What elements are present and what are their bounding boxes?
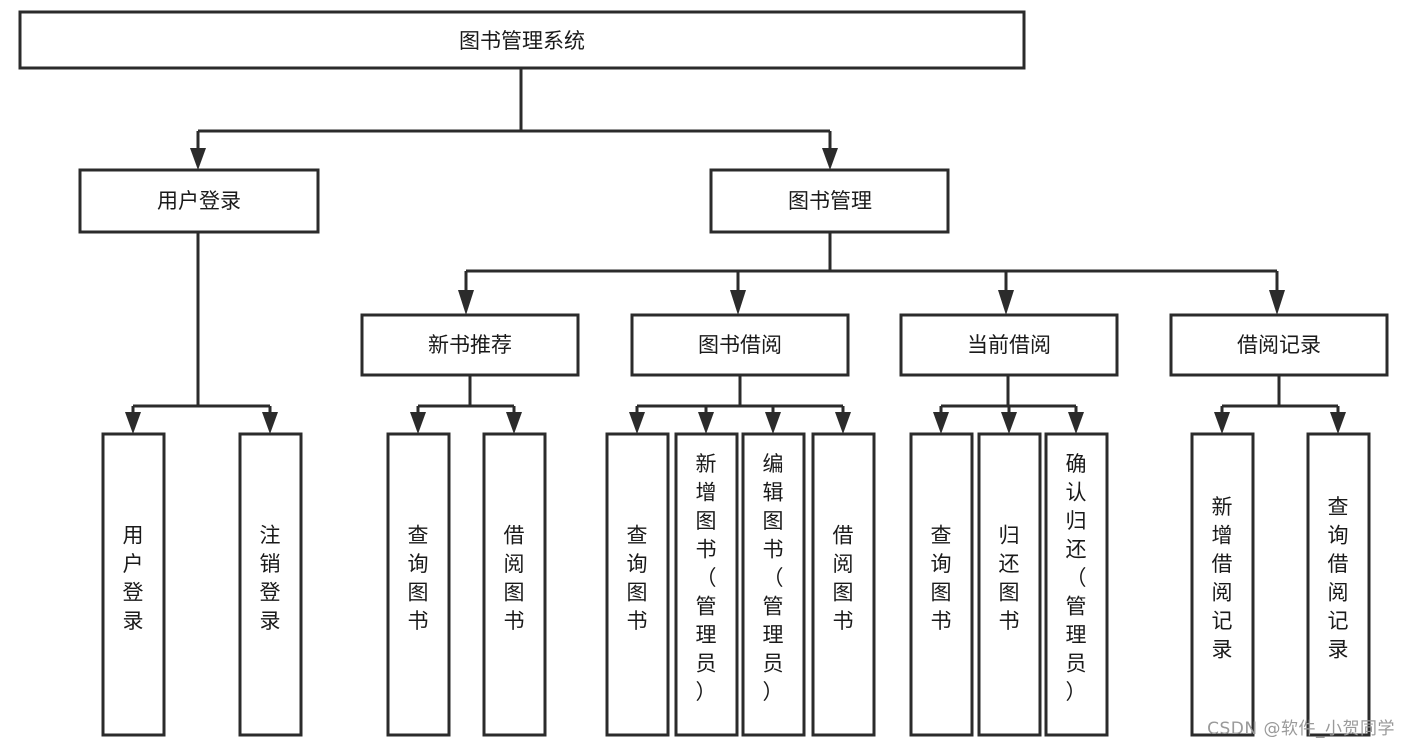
leaf-bb-borrow-book-box[interactable]	[811, 432, 876, 737]
arrow-head-new-book	[458, 290, 474, 315]
arrow-head-book-manage	[822, 148, 838, 170]
leaf-bb-add-book[interactable]: 新增图书（管理员）	[674, 432, 739, 737]
arrow-head-bb-borrow	[835, 412, 851, 434]
node-user-login-label: 用户登录	[157, 189, 241, 213]
leaf-user-login-box[interactable]	[101, 432, 166, 737]
leaf-br-query-record-label: 查询借阅记录	[1328, 495, 1349, 662]
arrow-head-user-login	[190, 148, 206, 170]
arrow-head-br-query	[1330, 412, 1346, 434]
leaf-logout-box[interactable]	[238, 432, 303, 737]
arrow-head-bb-edit	[765, 412, 781, 434]
node-book-manage[interactable]: 图书管理	[709, 168, 950, 234]
leaf-bb-add-book-label: 新增图书（管理员）	[696, 452, 717, 704]
leaf-nb-query-book-box[interactable]	[386, 432, 451, 737]
node-root-box[interactable]	[18, 10, 1026, 70]
leaf-br-query-record-box[interactable]	[1306, 432, 1371, 737]
leaf-bb-edit-book-box[interactable]	[741, 432, 806, 737]
node-borrow-record-box[interactable]	[1169, 313, 1389, 377]
connector-group-new-book-leaves	[410, 375, 522, 434]
leaf-nb-query-book[interactable]: 查询图书	[386, 432, 451, 737]
connector-group-current-borrow-leaves	[933, 375, 1084, 434]
leaf-cb-query-book-box[interactable]	[909, 432, 974, 737]
leaf-logout[interactable]: 注销登录	[238, 432, 303, 737]
arrow-head-nb-borrow	[506, 412, 522, 434]
leaf-br-add-record-box[interactable]	[1190, 432, 1255, 737]
arrow-head-bb-add	[698, 412, 714, 434]
leaf-bb-add-book-box[interactable]	[674, 432, 739, 737]
leaf-user-login[interactable]: 用户登录	[101, 432, 166, 737]
arrow-head-leaf-user-login	[125, 412, 141, 434]
leaf-bb-query-book[interactable]: 查询图书	[605, 432, 670, 737]
leaf-cb-query-book-label: 查询图书	[931, 523, 952, 633]
node-book-borrow-box[interactable]	[630, 313, 850, 377]
node-book-borrow[interactable]: 图书借阅	[630, 313, 850, 377]
leaf-br-add-record[interactable]: 新增借阅记录	[1190, 432, 1255, 737]
leaf-nb-borrow-book[interactable]: 借阅图书	[482, 432, 547, 737]
connector-group-user-login-leaves	[125, 232, 278, 434]
leaf-nb-borrow-book-box[interactable]	[482, 432, 547, 737]
arrow-head-cb-confirm	[1068, 412, 1084, 434]
node-new-book-recommend-box[interactable]	[360, 313, 580, 377]
node-current-borrow-box[interactable]	[899, 313, 1119, 377]
arrow-head-current-borrow	[998, 290, 1014, 315]
node-book-manage-box[interactable]	[709, 168, 950, 234]
arrow-head-book-borrow	[730, 290, 746, 315]
node-book-borrow-label: 图书借阅	[698, 333, 782, 357]
node-current-borrow-label: 当前借阅	[967, 333, 1051, 357]
leaf-bb-borrow-book-label: 借阅图书	[833, 523, 854, 633]
connector-group-book-borrow-leaves	[629, 375, 851, 434]
node-root-label: 图书管理系统	[459, 29, 585, 53]
leaf-cb-return-book[interactable]: 归还图书	[977, 432, 1042, 737]
arrow-head-borrow-record	[1269, 290, 1285, 315]
leaf-nb-query-book-label: 查询图书	[408, 523, 429, 633]
leaf-bb-edit-book-label: 编辑图书（管理员）	[763, 452, 784, 704]
node-new-book-recommend[interactable]: 新书推荐	[360, 313, 580, 377]
leaf-cb-confirm-return-box[interactable]	[1044, 432, 1109, 737]
node-borrow-record[interactable]: 借阅记录	[1169, 313, 1389, 377]
arrow-head-cb-query	[933, 412, 949, 434]
leaf-cb-confirm-return[interactable]: 确认归还（管理员）	[1044, 432, 1109, 737]
arrow-head-leaf-logout	[262, 412, 278, 434]
leaf-cb-return-book-label: 归还图书	[999, 523, 1020, 633]
connector-group-root-to-level2	[190, 68, 838, 170]
node-current-borrow[interactable]: 当前借阅	[899, 313, 1119, 377]
node-user-login-box[interactable]	[78, 168, 320, 234]
node-borrow-record-label: 借阅记录	[1237, 333, 1321, 357]
leaf-nb-borrow-book-label: 借阅图书	[504, 523, 525, 633]
leaf-bb-edit-book[interactable]: 编辑图书（管理员）	[741, 432, 806, 737]
arrow-head-bb-query	[629, 412, 645, 434]
connector-group-book-manage-to-level3	[458, 232, 1285, 315]
node-root[interactable]: 图书管理系统	[18, 10, 1026, 70]
leaf-bb-borrow-book[interactable]: 借阅图书	[811, 432, 876, 737]
node-user-login[interactable]: 用户登录	[78, 168, 320, 234]
leaf-cb-return-book-box[interactable]	[977, 432, 1042, 737]
leaf-cb-confirm-return-label: 确认归还（管理员）	[1066, 452, 1087, 704]
leaf-user-login-label: 用户登录	[123, 523, 144, 633]
node-new-book-recommend-label: 新书推荐	[428, 333, 512, 357]
leaf-cb-query-book[interactable]: 查询图书	[909, 432, 974, 737]
arrow-head-nb-query	[410, 412, 426, 434]
node-book-manage-label: 图书管理	[788, 189, 872, 213]
leaf-bb-query-book-label: 查询图书	[627, 523, 648, 633]
leaf-br-query-record[interactable]: 查询借阅记录	[1306, 432, 1371, 737]
arrow-head-br-add	[1214, 412, 1230, 434]
leaf-logout-label: 注销登录	[260, 523, 281, 633]
arrow-head-cb-return	[1001, 412, 1017, 434]
leaf-bb-query-book-box[interactable]	[605, 432, 670, 737]
leaf-br-add-record-label: 新增借阅记录	[1212, 495, 1233, 662]
connector-group-borrow-record-leaves	[1214, 375, 1346, 434]
